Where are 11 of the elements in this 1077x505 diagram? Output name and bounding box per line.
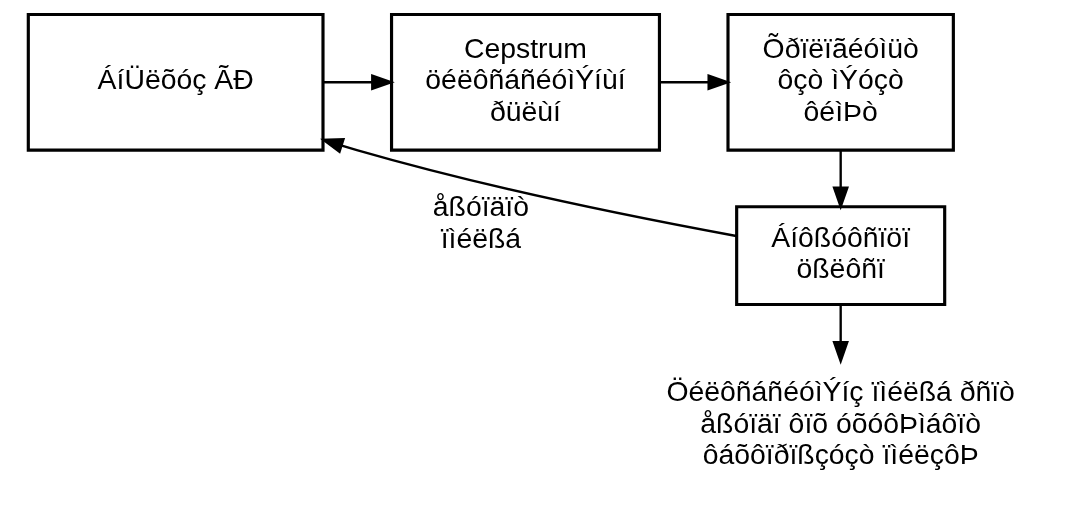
node-box: Cepstrum öéëôñáñéóìÝíùí ðüëùí <box>389 12 662 152</box>
node-box: Áíôßóôñïöï ößëôñï <box>735 205 947 307</box>
arrow <box>832 150 849 211</box>
arrow <box>659 74 732 91</box>
arrow <box>832 304 849 365</box>
node-box: Õðïëïãéóìüò ôçò ìÝóçò ôéìÞò <box>726 12 955 152</box>
arrow <box>320 137 737 238</box>
node-text: ÖéëôñáñéóìÝíç ïìéëßá ðñïò åßóïäï ôïõ óõóôÞìáôïò ôáõôïðïßçóçò ïìéëçôÞ <box>666 375 1015 471</box>
node-box: ÁíÜëõóç ÃÐ <box>26 12 325 152</box>
arrow <box>323 74 395 91</box>
edge-label: åßóïäïò ïìéëßá <box>432 190 529 254</box>
